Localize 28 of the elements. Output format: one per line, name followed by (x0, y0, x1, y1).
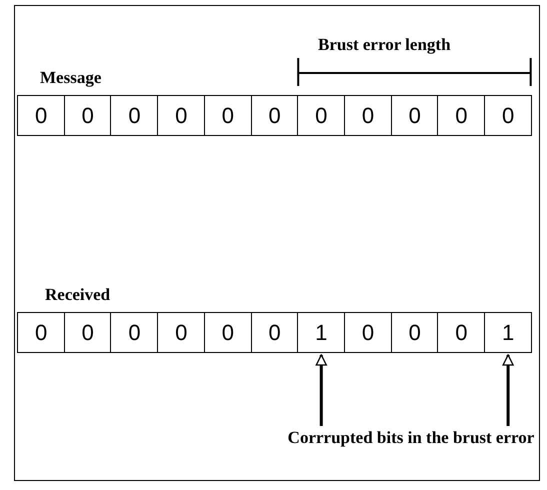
dimension-label: Brust error length (318, 35, 451, 55)
bit-cell: 0 (157, 312, 206, 353)
bit-cell: 1 (484, 312, 532, 353)
bit-cell: 0 (17, 95, 66, 136)
bit-cell: 0 (437, 312, 486, 353)
bit-cell: 0 (344, 312, 392, 353)
bit-cell: 0 (157, 95, 206, 136)
bit-cell: 0 (204, 95, 252, 136)
bit-cell: 0 (250, 95, 299, 136)
bit-cell: 0 (110, 95, 159, 136)
bit-cell: 0 (17, 312, 66, 353)
bit-cell: 0 (437, 95, 486, 136)
bit-cell: 0 (344, 95, 392, 136)
bit-cell: 0 (297, 95, 346, 136)
bit-cell: 0 (484, 95, 532, 136)
up-arrow (502, 354, 514, 426)
caption-text: Corrrupted bits in the brust error (280, 428, 542, 452)
bit-cell: 0 (110, 312, 159, 353)
bit-cell: 1 (297, 312, 346, 353)
row-label: Received (45, 285, 110, 305)
bit-cell: 0 (204, 312, 252, 353)
bit-cell: 0 (390, 95, 439, 136)
row-label: Message (40, 68, 102, 88)
bit-cell: 0 (250, 312, 299, 353)
bit-cell: 0 (64, 95, 112, 136)
bit-cell: 0 (390, 312, 439, 353)
up-arrow (316, 354, 327, 426)
bit-cell: 0 (64, 312, 112, 353)
